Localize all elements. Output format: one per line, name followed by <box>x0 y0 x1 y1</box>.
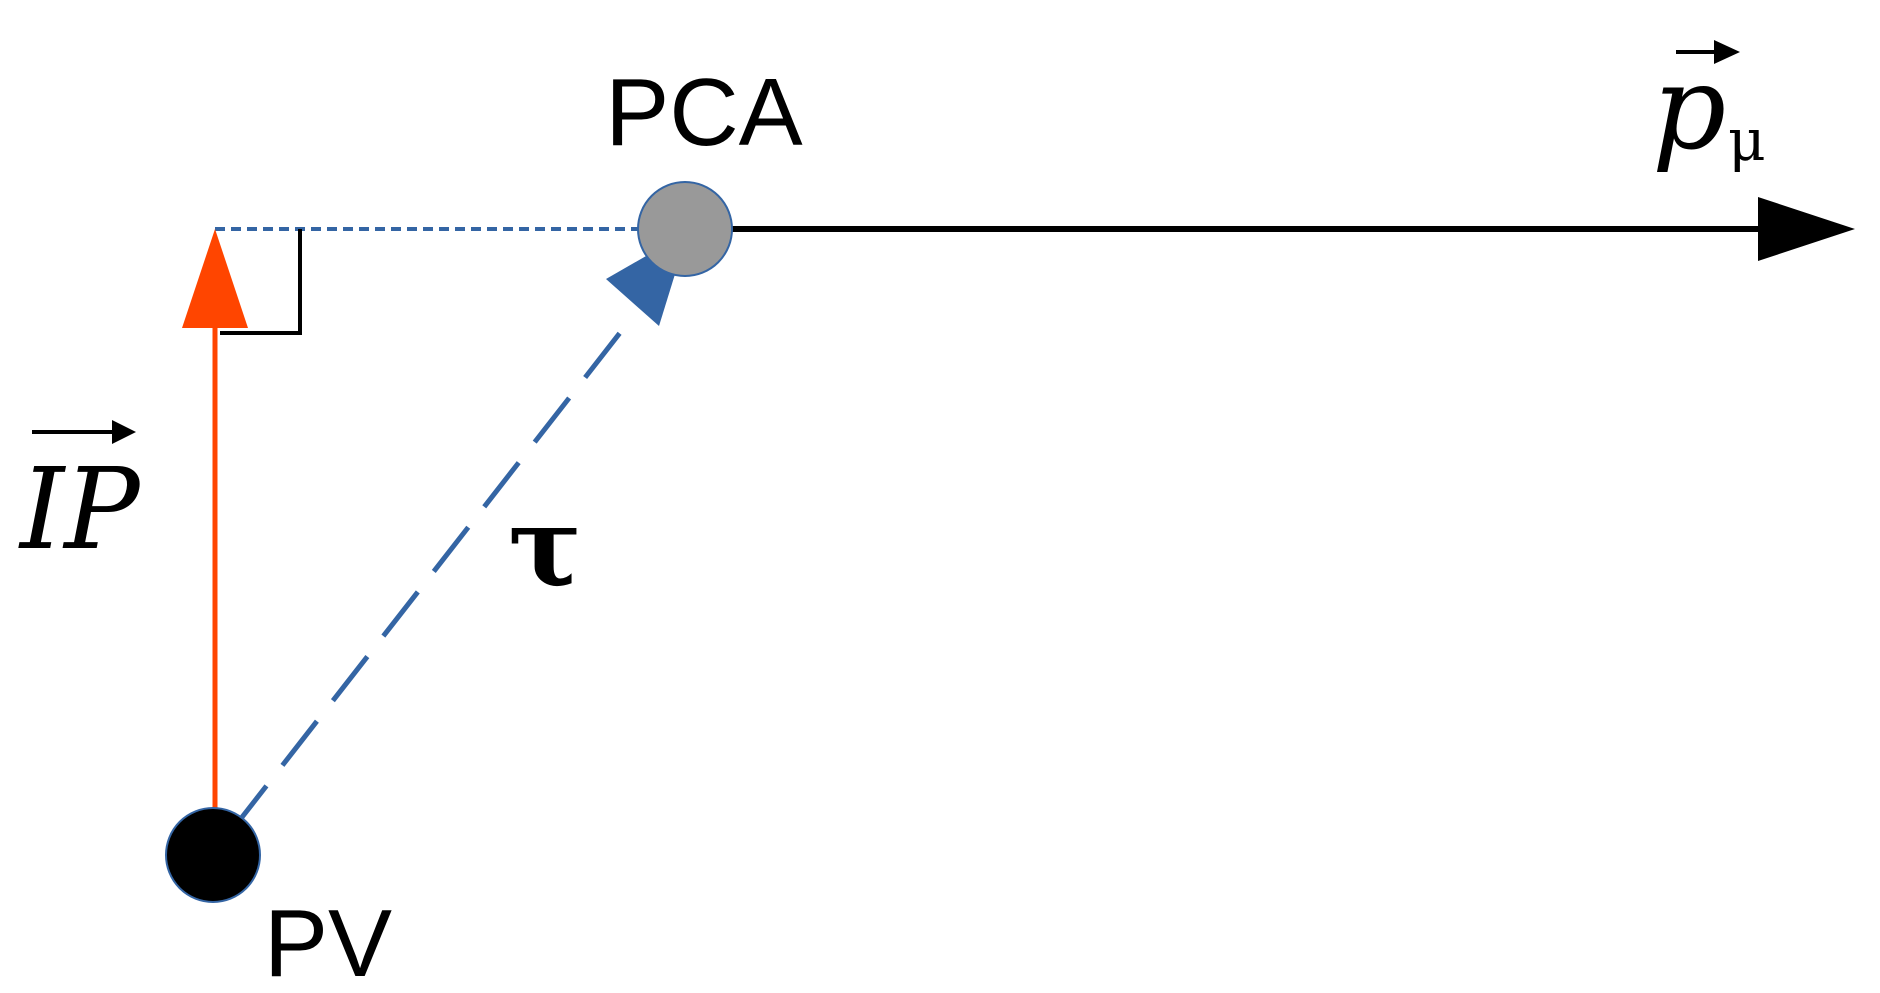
ip-vector-overarrow-head <box>112 420 136 444</box>
momentum-vector-label: p <box>1652 41 1726 176</box>
right-angle-marker <box>220 229 302 335</box>
pv-point <box>165 807 261 903</box>
momentum-vector-overarrow-head <box>1714 40 1740 64</box>
momentum-subscript-label: μ <box>1728 106 1766 174</box>
ip-arrowhead <box>182 229 248 328</box>
pv-label: PV <box>264 890 392 993</box>
pca-point <box>637 181 733 277</box>
pca-label: PCA <box>605 59 802 166</box>
ip-vector-label: IP <box>18 445 141 575</box>
momentum-arrowhead <box>1758 197 1855 261</box>
tau-label: τ <box>508 482 582 611</box>
tau-arrow-line <box>230 318 632 832</box>
